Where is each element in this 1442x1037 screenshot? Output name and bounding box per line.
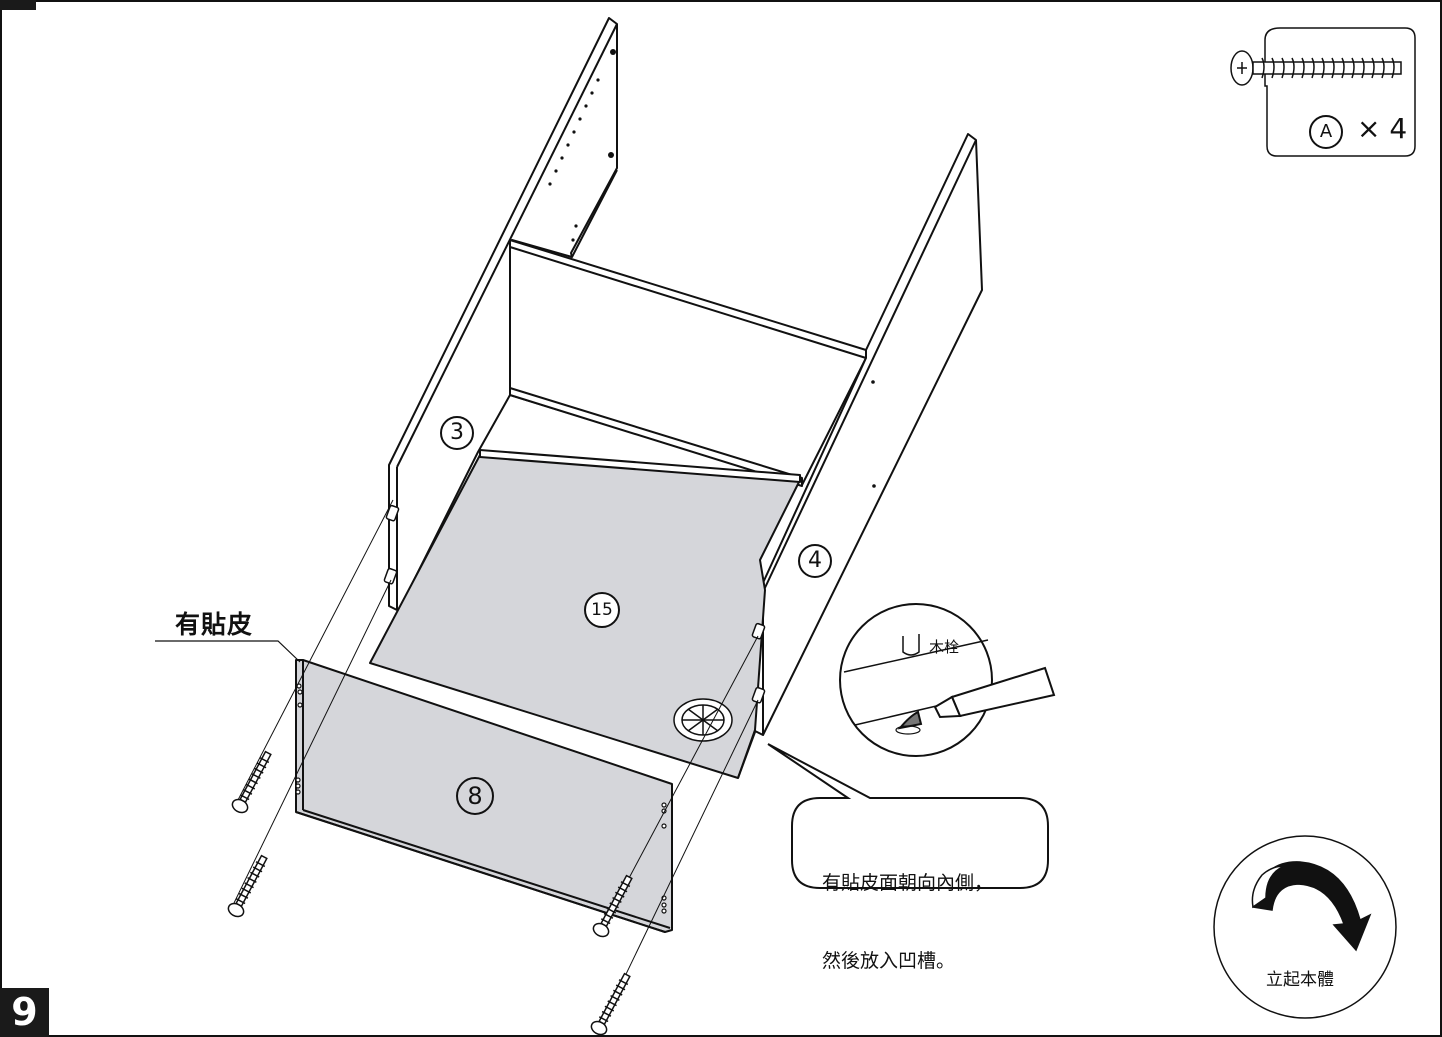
callout-bubble	[767, 743, 1049, 889]
hardware-part-letter: A	[1309, 115, 1343, 149]
part-4-label: 4	[798, 544, 832, 578]
hardware-box	[1230, 27, 1416, 157]
part-15-label: 15	[584, 592, 620, 628]
callout-line-2: 然後放入凹槽。	[822, 950, 956, 972]
left-panel-holes	[548, 49, 616, 242]
callout-line-1: 有貼皮面朝向內側，	[822, 872, 994, 894]
step-number: 9	[0, 988, 49, 1037]
veneer-leader	[155, 640, 301, 663]
hardware-quantity: × 4	[1357, 112, 1408, 145]
dowels	[383, 504, 766, 704]
top-panel-inner	[509, 239, 867, 487]
glue-detail	[839, 603, 1056, 757]
screws	[227, 750, 633, 1036]
front-panel-holes	[295, 683, 667, 914]
stand-up-indicator	[1213, 835, 1397, 1019]
part-4-number: 4	[808, 548, 822, 573]
dowel-label: 木栓	[929, 638, 960, 656]
part-15-number: 15	[591, 600, 613, 620]
stand-up-label: 立起本體	[1266, 970, 1334, 990]
corner-tab	[0, 0, 36, 10]
part-3-number: 3	[450, 420, 464, 445]
right-panel-holes	[871, 380, 876, 488]
side-panel-right	[754, 133, 983, 736]
cable-grommet	[673, 698, 733, 742]
part-8-number: 8	[467, 782, 483, 810]
callout-text: 有貼皮面朝向內側， 然後放入凹槽。	[822, 818, 993, 1026]
hardware-letter: A	[1319, 121, 1333, 142]
veneer-side-label: 有貼皮	[175, 610, 254, 639]
part-3-label: 3	[440, 416, 474, 450]
part-8-label: 8	[456, 777, 494, 815]
assembly-guide-lines	[233, 499, 759, 1025]
